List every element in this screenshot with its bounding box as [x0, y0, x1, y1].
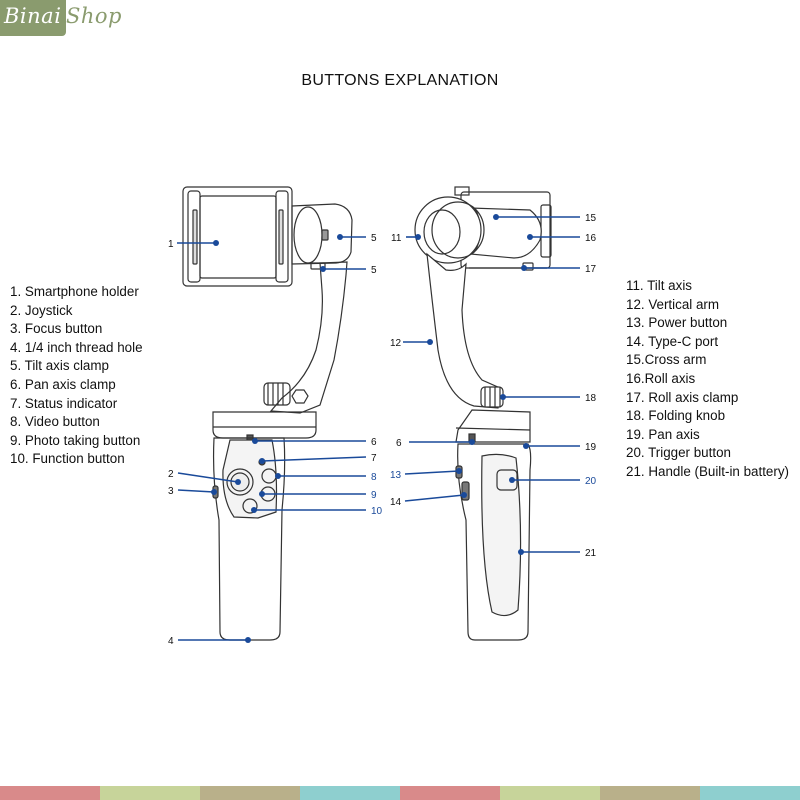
footer-segment — [100, 786, 200, 800]
callout-number: 17 — [585, 264, 597, 275]
front-function-button — [242, 498, 258, 514]
footer-color-strip — [0, 786, 800, 800]
leader-lines — [177, 216, 580, 641]
legend-item: 8. Video button — [10, 414, 100, 430]
callout-number: 16 — [585, 233, 597, 244]
front-vertical-arm — [269, 261, 348, 414]
callout-number: 6 — [371, 437, 377, 448]
callout-number: 5 — [371, 265, 377, 276]
front-smartphone-holder — [182, 186, 293, 287]
callout-number: 14 — [390, 497, 402, 508]
callout-number: 8 — [371, 472, 377, 483]
back-cross-arm — [469, 207, 542, 259]
legend-item: 20. Trigger button — [626, 445, 731, 461]
front-pan-motor — [212, 411, 317, 439]
callout-number: 1 — [168, 239, 174, 250]
callout-number: 7 — [371, 453, 377, 464]
callout-numbers: 1 2 3 4 5 5 6 7 8 9 10 11 12 13 14 15 16… — [168, 213, 597, 647]
callout-number: 2 — [168, 469, 174, 480]
legend-item: 3. Focus button — [10, 321, 103, 337]
callout-number: 20 — [585, 476, 597, 487]
legend-item: 19. Pan axis — [626, 426, 700, 442]
footer-segment — [300, 786, 400, 800]
footer-segment — [600, 786, 700, 800]
legend-item: 15.Cross arm — [626, 352, 707, 368]
brand-logo: Binai Shop — [0, 0, 128, 36]
callout-number: 11 — [391, 233, 402, 244]
callout-number: 9 — [371, 490, 377, 501]
legend-item: 7. Status indicator — [10, 395, 118, 411]
page-title: BUTTONS EXPLANATION — [301, 72, 499, 89]
footer-segment — [0, 786, 100, 800]
callout-number: 19 — [585, 442, 597, 453]
back-view — [414, 186, 552, 641]
legend-item: 18. Folding knob — [626, 408, 726, 424]
legend-item: 1. Smartphone holder — [10, 284, 139, 299]
legend-item: 10. Function button — [10, 451, 125, 467]
footer-segment — [400, 786, 500, 800]
logo-text-secondary: Shop — [66, 4, 122, 28]
callout-number: 18 — [585, 393, 597, 404]
legend-item: 2. Joystick — [10, 302, 73, 318]
callout-number: 4 — [168, 636, 174, 647]
legend-item: 17. Roll axis clamp — [626, 389, 739, 405]
logo-badge — [0, 0, 66, 36]
legend-item: 13. Power button — [626, 315, 728, 331]
legend-item: 16.Roll axis — [626, 370, 696, 386]
back-pan-motor — [455, 409, 531, 443]
callout-number: 12 — [390, 338, 402, 349]
legend-item: 21. Handle (Built-in battery) — [626, 463, 789, 479]
legend-right: 11. Tilt axis 12. Vertical arm 13. Power… — [626, 277, 789, 482]
logo-text-primary: Binai — [4, 4, 62, 28]
legend-item: 9. Photo taking button — [10, 432, 141, 448]
footer-segment — [700, 786, 800, 800]
footer-segment — [500, 786, 600, 800]
legend-item: 5. Tilt axis clamp — [10, 358, 109, 374]
callout-number: 13 — [390, 470, 402, 481]
callout-number: 3 — [168, 486, 174, 497]
callout-number: 21 — [585, 548, 597, 559]
callout-number: 5 — [371, 233, 377, 244]
legend-item: 4. 1/4 inch thread hole — [10, 339, 143, 355]
front-folding-knob — [263, 382, 309, 406]
footer-segment — [200, 786, 300, 800]
callout-number: 15 — [585, 213, 597, 224]
back-vertical-arm — [426, 252, 501, 409]
legend-item: 14. Type-C port — [626, 333, 719, 349]
leader-dots — [211, 214, 533, 643]
legend-item: 12. Vertical arm — [626, 296, 720, 312]
legend-item: 6. Pan axis clamp — [10, 376, 116, 392]
front-view — [182, 186, 353, 641]
front-joystick — [226, 468, 254, 496]
callout-number: 6 — [396, 438, 402, 449]
back-folding-knob — [480, 386, 504, 408]
legend-item: 11. Tilt axis — [626, 278, 692, 293]
callout-number: 10 — [371, 506, 383, 517]
legend-left: 1. Smartphone holder 2. Joystick 3. Focu… — [10, 283, 143, 469]
